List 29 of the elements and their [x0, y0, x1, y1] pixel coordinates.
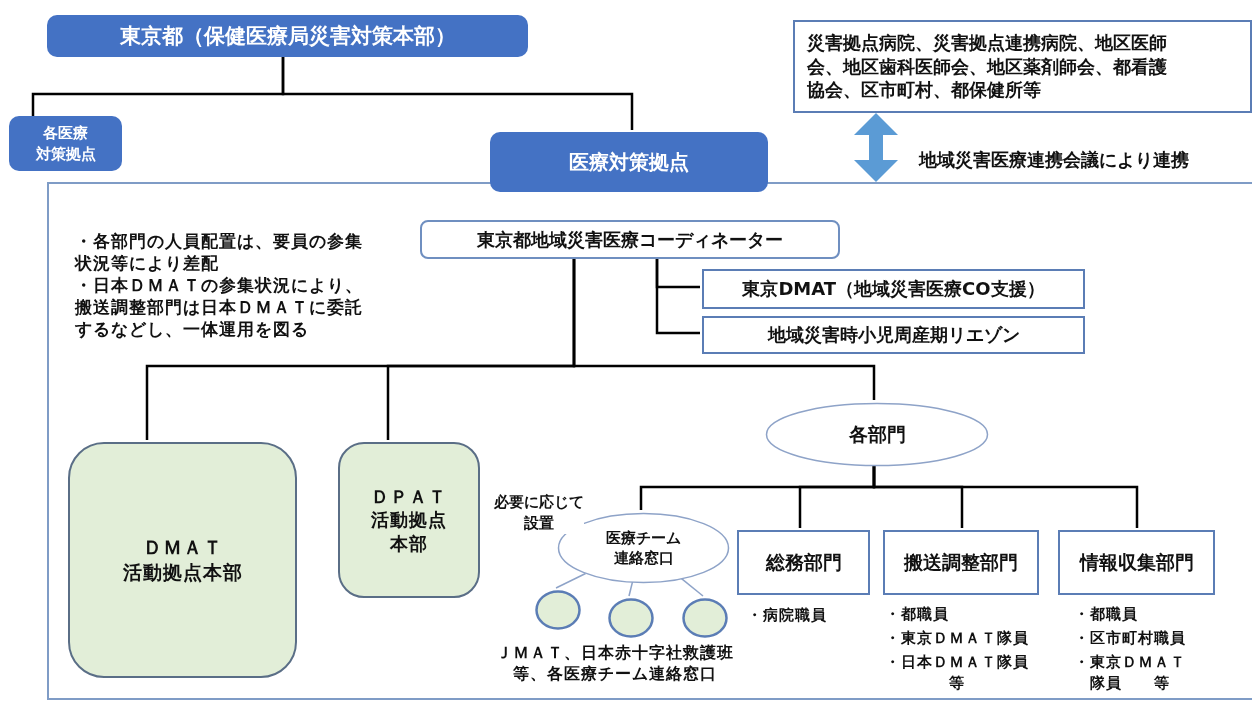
team-ellipse: 医療チーム連絡窓口 — [557, 512, 730, 584]
member-list-box: 災害拠点病院、災害拠点連携病院、地区医師会、地区歯科医師会、地区薬剤師会、都看護協会、区市町村、都保健所等 — [793, 20, 1252, 113]
base-box: ＤＭＡＴ活動拠点本部 — [68, 442, 297, 678]
support-box: 東京DMAT（地域災害医療CO支援） — [702, 269, 1085, 309]
headquarters-box: 東京都（保健医療局災害対策本部） — [47, 15, 528, 57]
connector-line — [281, 57, 634, 130]
team-circle — [682, 598, 728, 638]
edge-label: 地域災害医療連携会議により連携 — [916, 147, 1192, 173]
team-circle — [608, 598, 654, 638]
connector-line — [555, 572, 587, 589]
connector-line — [628, 581, 634, 597]
department-box: 総務部門 — [737, 530, 870, 595]
connector-line — [872, 465, 1139, 528]
department-box: 情報収集部門 — [1058, 530, 1215, 595]
note-text: 必要に応じて設置 — [494, 492, 584, 534]
support-box: 地域災害時小児周産期リエゾン — [702, 316, 1085, 354]
department-ellipse: 各部門 — [765, 402, 989, 467]
connector-line — [655, 257, 700, 335]
team-circle — [535, 590, 581, 630]
heading-tab: 医療対策拠点 — [490, 132, 768, 192]
connector-line — [572, 257, 876, 400]
note-text: ・日本ＤＭＡＴの参集状況により、搬送調整部門は日本ＤＭＡＴに委託するなどし、一体運用を図る — [75, 274, 363, 341]
department-box: 搬送調整部門 — [883, 530, 1039, 595]
double-arrow — [854, 113, 898, 182]
coordinator-box: 東京都地域災害医療コーディネーター — [420, 220, 840, 259]
note-text: ・各部門の人員配置は、要員の参集状況等により差配 — [75, 230, 363, 275]
base-box: ＤＰＡＴ活動拠点本部 — [338, 442, 480, 598]
org-box: 各医療対策拠点 — [9, 116, 122, 171]
connector-line — [680, 577, 704, 597]
